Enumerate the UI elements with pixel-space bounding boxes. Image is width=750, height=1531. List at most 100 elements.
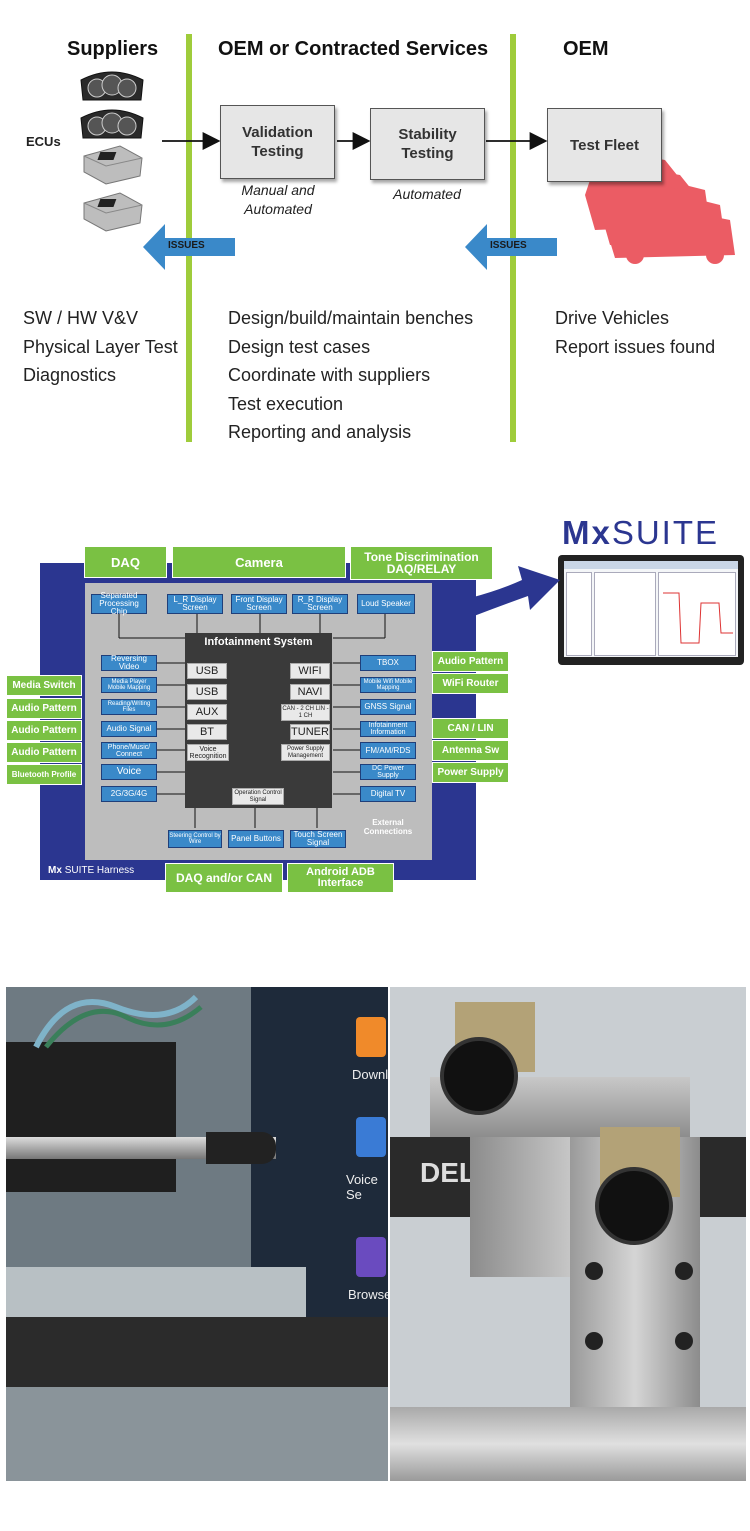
audio-pattern-right: Audio Pattern (432, 651, 509, 672)
cable-harness (6, 1317, 388, 1387)
daq-top: DAQ (84, 546, 167, 578)
tablet-icon (356, 1017, 386, 1057)
suppliers-list: SW / HW V&V Physical Layer Test Diagnost… (23, 304, 178, 390)
media-switch: Media Switch (6, 675, 82, 696)
list-item: Drive Vehicles (555, 308, 670, 328)
harness-connectors (118, 614, 386, 828)
bluetooth-profile: Bluetooth Profile (6, 764, 82, 785)
tablet-icon (356, 1237, 386, 1277)
bench-photo-right: DELL (390, 987, 746, 1481)
list-item: Design test cases (228, 336, 371, 357)
issues-arrow-left (143, 224, 235, 270)
camera-top: Camera (172, 546, 346, 578)
flow-arrows (162, 132, 548, 150)
list-item: Design/build/maintain benches (228, 308, 474, 328)
harness-suite: SUITE Harness (64, 865, 135, 876)
camera-lens (595, 1167, 673, 1245)
external-connections: External Connections (363, 818, 413, 836)
switch-body (6, 1042, 176, 1192)
lr-display-screen: L_R Display Screen (167, 594, 223, 614)
bench-photo-left: Downl Voice Se Browser (6, 987, 388, 1481)
services-header: OEM or Contracted Services (218, 38, 489, 60)
wifi-module: WIFI (290, 663, 330, 679)
power-supply: Power Supply (432, 762, 509, 783)
touch-screen-signal: Touch Screen Signal (290, 830, 346, 848)
dc-power-supply: DC Power Supply (360, 764, 416, 780)
ecu-gauge-cluster-icon (80, 71, 144, 101)
cellular-2g3g4g: 2G/3G/4G (101, 786, 157, 802)
audio-pattern-left: Audio Pattern (6, 720, 82, 741)
bolt (675, 1262, 693, 1280)
operation-control-signal: Operation Control Signal (232, 788, 284, 805)
camera-lens (440, 1037, 518, 1115)
bolt (585, 1262, 603, 1280)
antenna-sw: Antenna Sw (432, 740, 509, 761)
oem-list: Drive Vehicles Report issues found (555, 304, 715, 361)
validation-testing-box: Validation Testing (220, 105, 335, 179)
voice: Voice (101, 764, 157, 780)
fm-am-rds: FM/AM/RDS (360, 742, 416, 759)
harness-label: Mx SUITE Harness (48, 865, 134, 876)
test-fleet-box: Test Fleet (547, 108, 662, 182)
core-title: Infotainment System (204, 636, 313, 648)
list-item: Physical Layer Test (23, 336, 178, 357)
audio-signal: Audio Signal (101, 721, 157, 737)
services-list: Design/build/maintain benches Design tes… (228, 304, 473, 447)
audio-pattern-left: Audio Pattern (6, 698, 82, 719)
usb-port: USB (187, 663, 227, 679)
tablet-label-browser: Browser (348, 1287, 388, 1302)
reading-writing-files: Reading/Writing Files (101, 699, 157, 715)
mxsuite-logo: MxSUITE (562, 514, 719, 552)
tbox: TBOX (360, 655, 416, 671)
can-lin: CAN / LIN (432, 718, 509, 739)
validation-note: Manual and Automated (241, 182, 315, 217)
rail (390, 1407, 746, 1481)
can-lin-channels: CAN - 2 CH LIN - 1 CH (281, 704, 330, 721)
ecu-module-icon (83, 145, 143, 185)
loud-speaker: Loud Speaker (357, 594, 415, 614)
tone-discrimination-top: Tone Discrimination DAQ/RELAY (350, 546, 493, 580)
export-arrow-icon (470, 566, 560, 616)
navi-module: NAVI (290, 684, 330, 700)
issues-label-right: ISSUES (490, 240, 527, 251)
list-item: Reporting and analysis (228, 422, 412, 442)
software-screen (558, 555, 744, 665)
issues-arrow-right (465, 224, 557, 270)
stability-note: Automated (393, 186, 461, 202)
stability-testing-box: Stability Testing (370, 108, 485, 180)
usb-port: USB (187, 684, 227, 700)
rr-display-screen: R_R Display Screen (292, 594, 348, 614)
voice-recognition: Voice Recognition (187, 744, 229, 761)
media-player: Media Player Mobile Mapping (101, 677, 157, 693)
infotainment-information: Infotainment Information (360, 721, 416, 737)
reversing-video: Reversing Video (101, 655, 157, 671)
wires-icon (33, 994, 203, 1049)
power-supply-management: Power Supply Management (281, 744, 330, 761)
list-item: Report issues found (555, 336, 716, 357)
mobile-wifi: Mobile Wifi Mobile Mapping (360, 677, 416, 693)
tuner-module: TUNER (290, 724, 330, 740)
mount-post (470, 1137, 570, 1277)
audio-pattern-left: Audio Pattern (6, 742, 82, 763)
rod-tip (206, 1132, 276, 1164)
logo-suite: SUITE (611, 514, 720, 551)
phone-music-connect: Phone/Music/ Connect (101, 742, 157, 759)
list-item: Coordinate with suppliers (228, 365, 431, 385)
list-item: Test execution (228, 393, 344, 414)
ecu-module-icon (83, 192, 143, 232)
front-display-screen: Front Display Screen (231, 594, 287, 614)
android-adb-bottom: Android ADB Interface (287, 863, 394, 893)
tablet-label-voice: Voice Se (346, 1172, 378, 1202)
separated-processing-chip: Separated Processing Chip (91, 592, 147, 616)
tablet-icon (356, 1117, 386, 1157)
bolt (675, 1332, 693, 1350)
ecus-label: ECUs (26, 134, 61, 149)
gnss-signal: GNSS Signal (360, 699, 416, 715)
oem-header: OEM (563, 38, 609, 60)
panel-buttons: Panel Buttons (228, 830, 284, 848)
steering-control: Steering Control by Wire (168, 830, 222, 848)
issues-label-left: ISSUES (168, 240, 205, 251)
daq-can-bottom: DAQ and/or CAN (165, 863, 283, 893)
digital-tv: Digital TV (360, 786, 416, 802)
logo-mx: Mx (562, 514, 612, 551)
